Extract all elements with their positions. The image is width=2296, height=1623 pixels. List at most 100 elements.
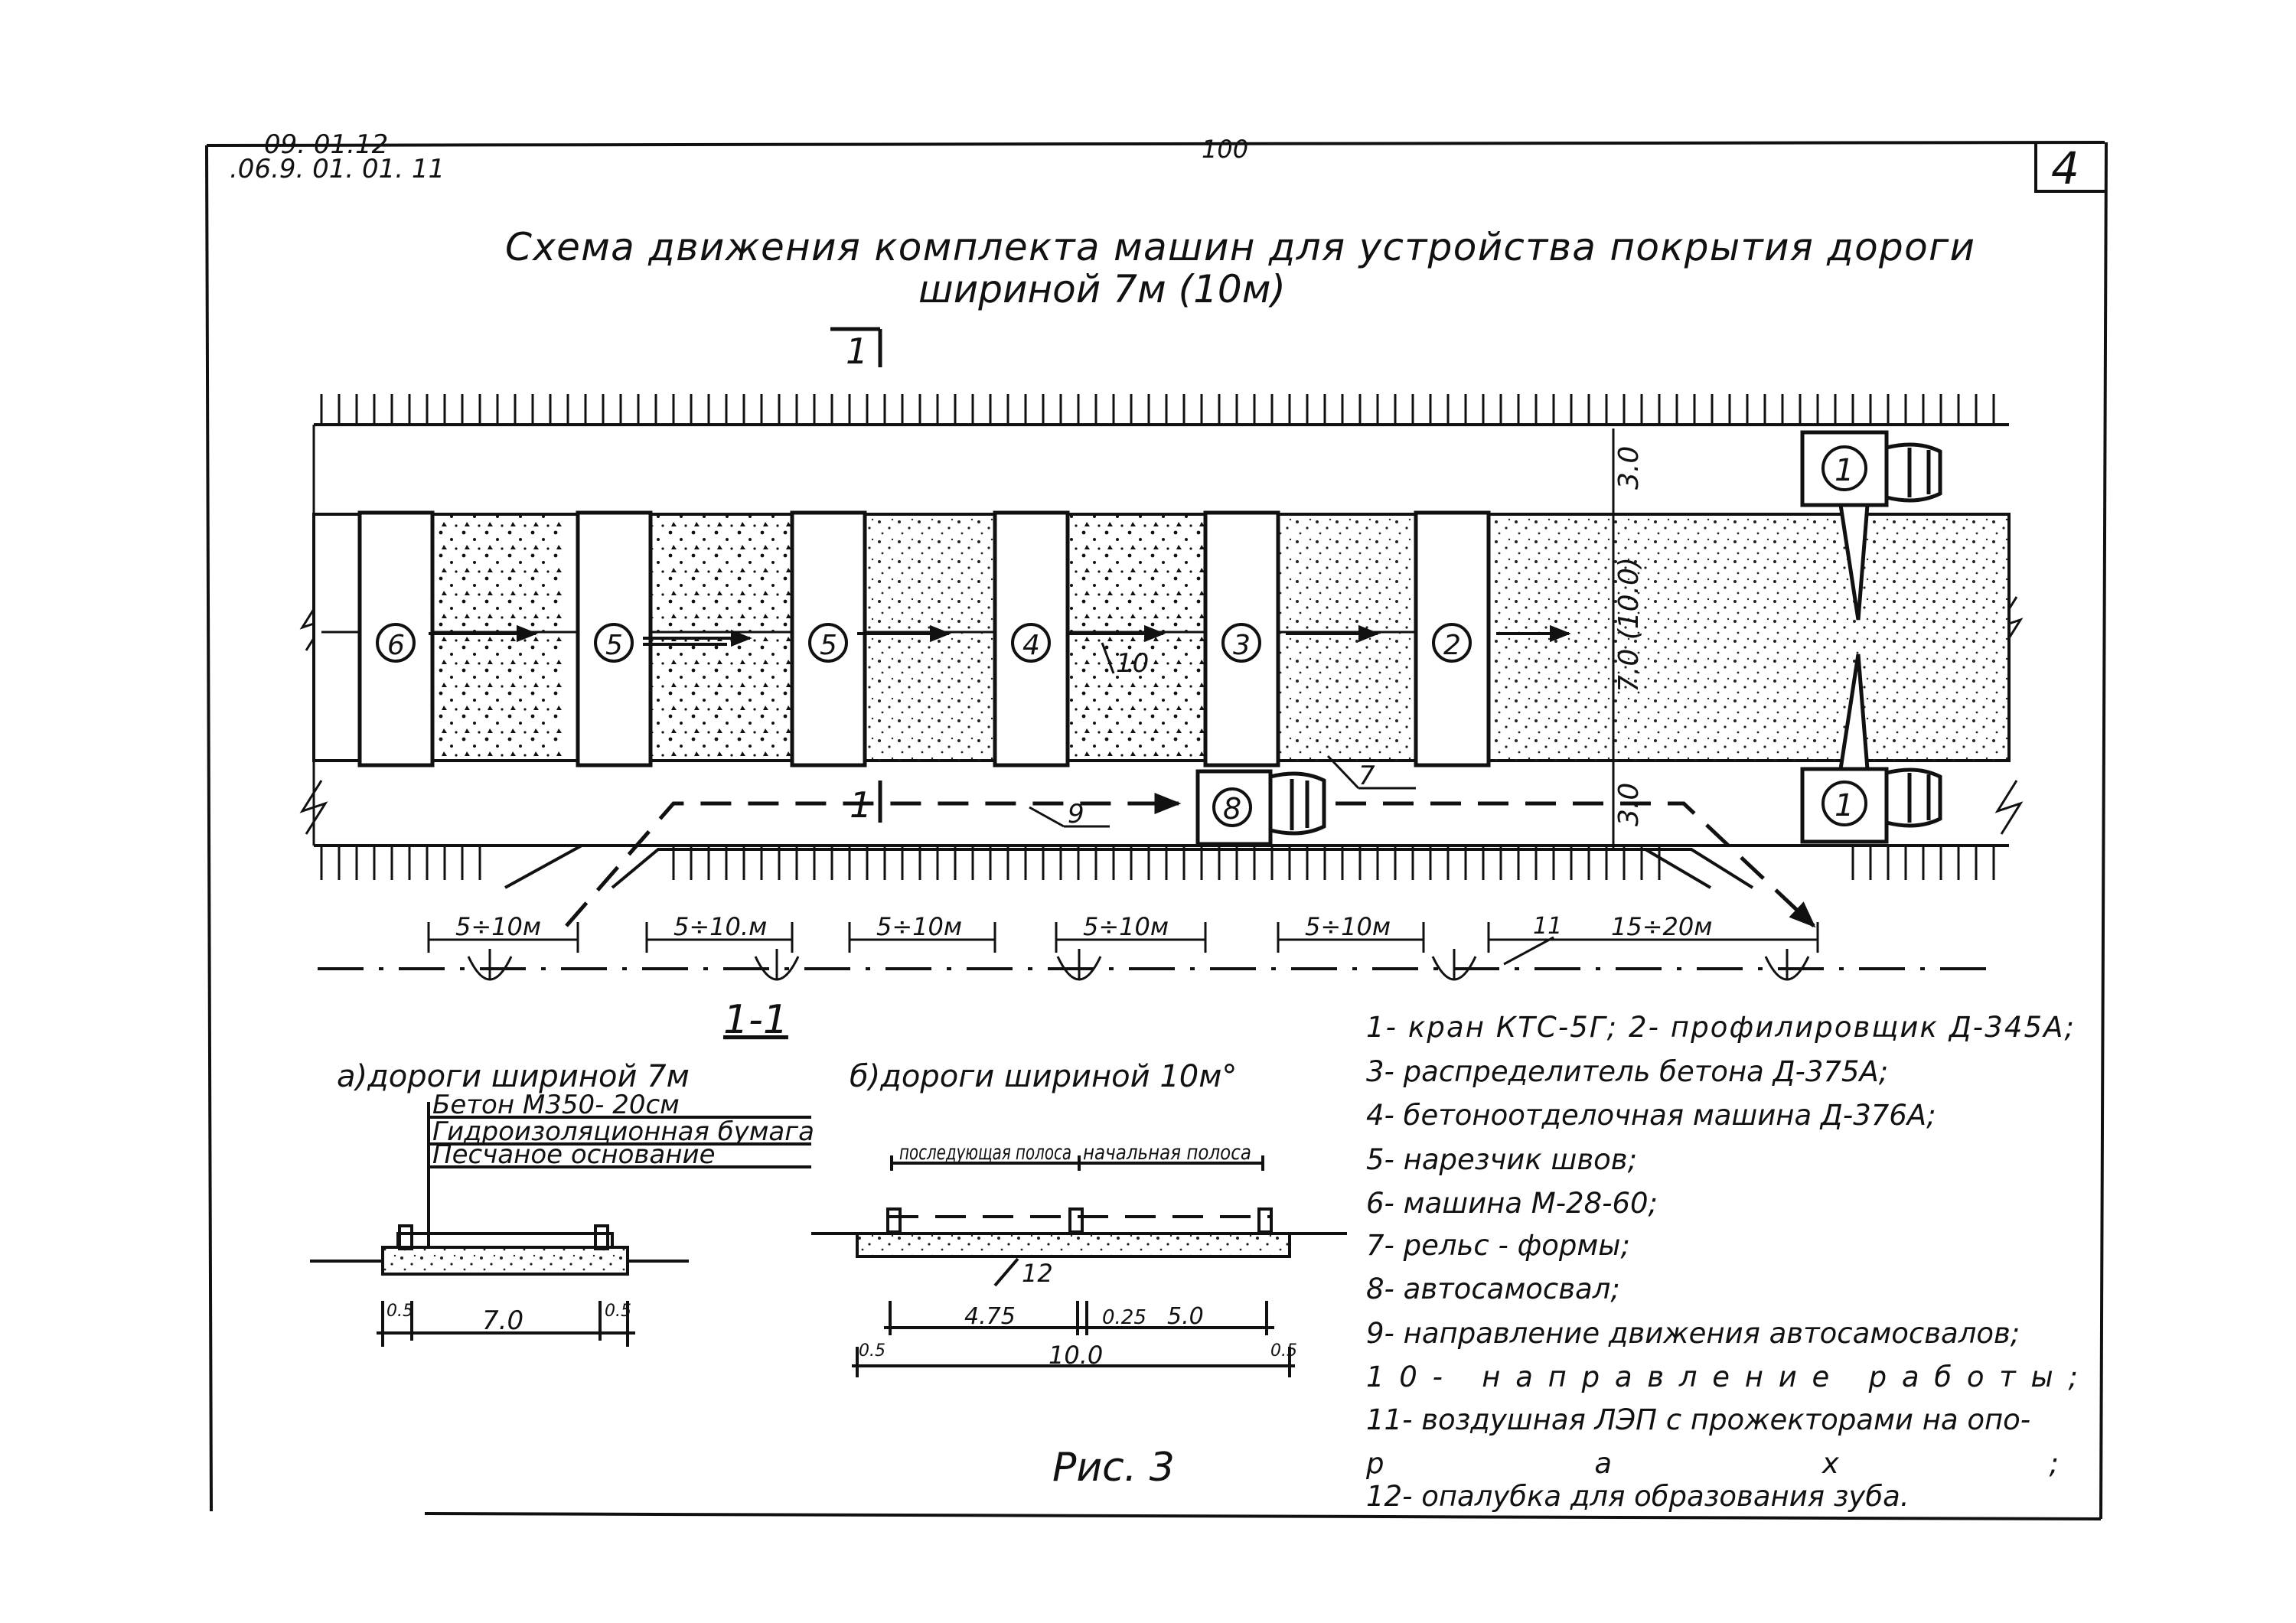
spacing-label: 5÷10.м (673, 912, 767, 941)
paving-machine-2: 5 (576, 510, 653, 768)
legend: 1- кран КТС-5Г; 2- профилировщик Д-345А;… (1365, 1011, 2078, 1513)
spacing-label: 15÷20м (1611, 912, 1712, 941)
section-b-callout: 12 (1022, 1259, 1053, 1288)
legend-line-12: 12- опалубка для образования зуба. (1366, 1480, 1910, 1513)
legend-line-8: 9- направление движения автосамосвалов; (1366, 1317, 2020, 1350)
callout-rail: 7 (1358, 761, 1375, 791)
spacing-label: 5÷10м (455, 912, 541, 941)
callout-work-direction: 10 (1116, 648, 1149, 679)
sheet-frame (205, 141, 2108, 1520)
sheet-number: 4 (2051, 142, 2079, 194)
searchlight-poles (467, 949, 1810, 981)
section-mark-bottom-label: 1 (850, 784, 872, 826)
machine-number: 3 (1233, 630, 1251, 661)
crane-bottom-number: 1 (1835, 788, 1854, 823)
crane-bottom-marker (1821, 781, 1867, 826)
searchlight-pole (754, 949, 800, 981)
truck-route (565, 793, 1816, 928)
callout-truck-direction: 9 (1068, 799, 1084, 829)
section-b-dim-top-3: 5.0 (1167, 1303, 1204, 1330)
legend-line-7: 8- автосамосвал; (1366, 1273, 1620, 1305)
machine-number: 4 (1022, 630, 1040, 661)
section-title: 1-1 (723, 997, 788, 1043)
title-line-2: шириной 7м (10м) (918, 267, 1286, 311)
paving-machine-4: 4 (993, 510, 1070, 768)
section-a-dim-left: 0.5 (386, 1302, 413, 1321)
section-b-dim-bottom-3: 0.5 (1270, 1341, 1297, 1361)
section-b-dim-bottom-2: 10.0 (1049, 1341, 1103, 1370)
paving-machine-6: 2 (1414, 510, 1491, 768)
entry-ramps (504, 844, 1754, 889)
paving-machine-5: 3 (1203, 510, 1280, 768)
machine-marker (808, 623, 848, 663)
page-number: 100 (1202, 135, 1248, 164)
truck-number: 8 (1223, 792, 1241, 826)
machine-group: 6 5 5 4 3 2 (357, 510, 1491, 768)
crane-top-marker (1821, 445, 1867, 491)
machine-number: 2 (1443, 630, 1461, 661)
section-a-layer-2: Гидроизоляционная бумага (432, 1116, 814, 1147)
machine-marker (1221, 623, 1261, 663)
legend-line-6: 7- рельс - формы; (1366, 1229, 1630, 1262)
legend-line-10: 11- воздушная ЛЭП с прожекторами на опо- (1366, 1403, 2030, 1436)
machine-number: 5 (605, 630, 623, 661)
truck-marker (1212, 787, 1252, 827)
machine-marker (376, 623, 416, 663)
spacing-dimension: 5÷10м (1277, 912, 1425, 953)
callout-power-line: 11 (1533, 913, 1562, 940)
section-mark-top (830, 327, 882, 367)
doc-code-bottom: .06.9. 01. 01. 11 (230, 154, 445, 184)
road-plan (299, 394, 2024, 880)
ground-hatch-bottom (320, 846, 1995, 880)
searchlight-pole (1056, 949, 1102, 981)
work-direction-arrows (429, 624, 1571, 647)
spacing-dimension: 5÷10.м (645, 912, 794, 953)
section-b-dim-bottom-1: 0.5 (859, 1341, 885, 1361)
spacing-label: 5÷10м (1083, 912, 1169, 941)
searchlight-pole (1431, 949, 1477, 981)
crane-top-number: 1 (1835, 453, 1854, 488)
legend-line-9: 10- направление работы; (1366, 1361, 2078, 1393)
section-a-layer-1: Бетон М350- 20см (432, 1090, 680, 1120)
section-b-dim-top-2: 0.25 (1102, 1306, 1146, 1329)
section-b-dim-top-1: 4.75 (964, 1303, 1016, 1330)
doc-code-top: 09. 01.12 (264, 129, 388, 160)
machine-number: 5 (820, 630, 837, 661)
section-b-strip-right: начальная полоса (1083, 1141, 1251, 1165)
searchlight-pole (467, 949, 513, 981)
section-a-dim-right: 0.5 (605, 1302, 631, 1321)
title-line-1: Схема движения комплекта машин для устро… (505, 225, 1975, 269)
spacing-label: 5÷10м (1305, 912, 1391, 941)
spacing-dimension: 5÷10м (427, 912, 579, 953)
legend-line-2: 3- распределитель бетона Д-375А; (1366, 1055, 1888, 1088)
machine-marker (1011, 623, 1051, 663)
figure-caption: Рис. 3 (1052, 1445, 1175, 1491)
section-mark-top-label: 1 (846, 331, 868, 372)
paving-machine-3: 5 (790, 510, 867, 768)
spacing-dimension-row: 5÷10м 5÷10.м 5÷10м 5÷10м 5÷10м 15÷20м (427, 912, 1819, 953)
legend-line-3: 4- бетоноотделочная машина Д-376А; (1366, 1099, 1936, 1132)
section-a-heading: а)дороги шириной 7м (337, 1059, 690, 1094)
legend-line-5: 6- машина М-28-60; (1366, 1187, 1658, 1220)
machine-marker (594, 623, 634, 663)
section-b-heading: б)дороги шириной 10м° (850, 1059, 1237, 1094)
dim-right-middle: 7.0 (10.0) (1613, 557, 1645, 693)
spacing-dimension: 5÷10м (1055, 912, 1207, 953)
paving-machine-1: 6 (357, 510, 435, 768)
spacing-label: 5÷10м (876, 912, 962, 941)
searchlight-pole (1764, 949, 1810, 981)
section-b-strip-left: последующая полоса (899, 1141, 1071, 1165)
ground-hatch-top (320, 394, 1995, 425)
section-a-drawing (310, 1102, 811, 1347)
spacing-dimension: 15÷20м (1487, 912, 1819, 953)
legend-line-11: рах; (1365, 1447, 2059, 1480)
section-b-drawing (811, 1155, 1347, 1377)
machine-number: 6 (387, 630, 405, 661)
legend-line-1: 1- кран КТС-5Г; 2- профилировщик Д-345А; (1366, 1011, 2074, 1044)
crane-bottom (1800, 653, 1942, 844)
section-a-dim-middle: 7.0 (482, 1305, 523, 1336)
legend-line-4: 5- нарезчик швов; (1366, 1143, 1637, 1176)
machine-marker (1432, 623, 1472, 663)
dim-right-top: 3.0 (1613, 446, 1645, 490)
